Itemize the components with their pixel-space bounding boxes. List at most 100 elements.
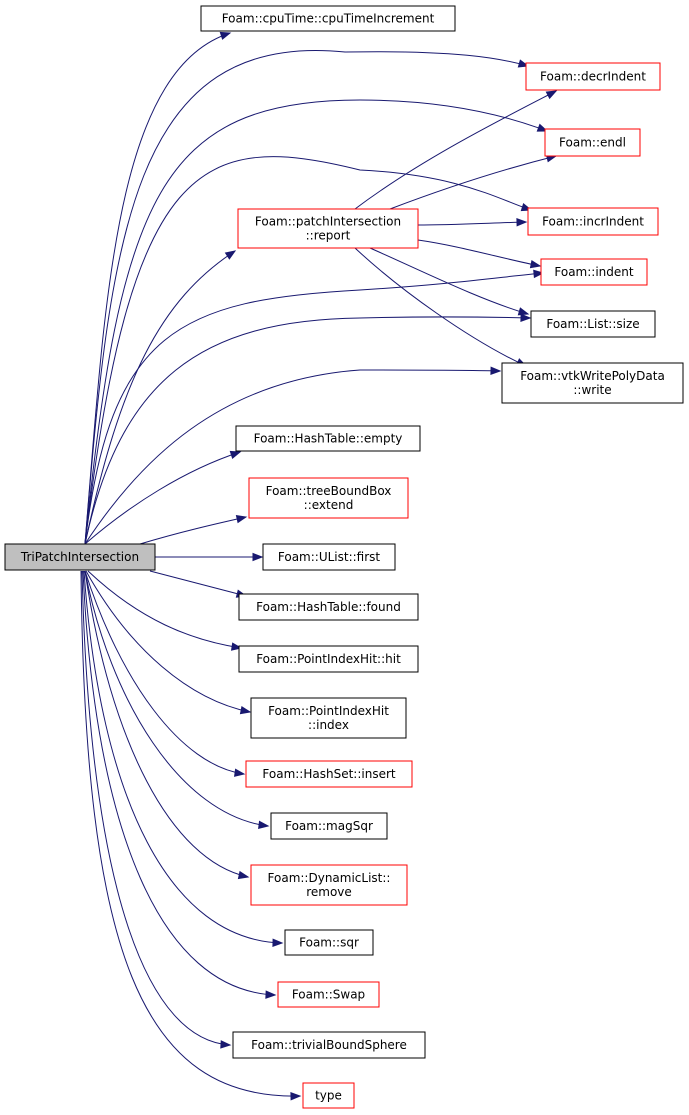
node-box	[235, 425, 421, 452]
edge-line	[84, 50, 529, 545]
node-magsqr[interactable]: Foam::magSqr	[270, 812, 388, 840]
edge-report-to-endl	[389, 154, 558, 210]
node-box	[270, 812, 388, 840]
node-label: ::write	[573, 383, 611, 397]
node-remove[interactable]: Foam::DynamicList::remove	[250, 864, 408, 906]
node-box	[262, 543, 396, 571]
node-label: ::index	[308, 718, 349, 732]
edge-line	[84, 316, 531, 545]
node-box	[200, 5, 456, 32]
node-box	[284, 929, 374, 956]
node-label: Foam::vtkWritePolyData	[520, 369, 665, 383]
edge-root-to-hashempty	[84, 450, 242, 545]
node-found[interactable]: Foam::HashTable::found	[238, 593, 419, 621]
nodes-layer: TriPatchIntersection Foam::cpuTime::cpuTi…	[4, 5, 684, 1109]
arrowhead	[220, 1040, 232, 1049]
node-hashempty[interactable]: Foam::HashTable::empty	[235, 425, 421, 452]
node-box	[277, 981, 380, 1008]
node-box	[238, 593, 419, 621]
node-root[interactable]: TriPatchIntersection	[4, 543, 156, 571]
arrowhead	[252, 552, 264, 562]
node-label: Foam::indent	[554, 265, 633, 279]
edge-root-to-listsize	[84, 313, 532, 545]
node-report[interactable]: Foam::patchIntersection::report	[237, 208, 419, 249]
node-label: Foam::HashTable::found	[256, 600, 401, 614]
node-label: Foam::endl	[559, 136, 626, 150]
node-box	[530, 310, 656, 338]
arrowhead	[272, 938, 284, 947]
edge-root-to-trivial	[81, 570, 232, 1049]
edge-line	[83, 570, 283, 944]
node-label: Foam::HashSet::insert	[262, 767, 395, 781]
edge-line	[417, 221, 527, 226]
edge-line	[87, 570, 242, 649]
edge-line	[84, 369, 501, 545]
node-box	[302, 1082, 355, 1109]
edge-line	[85, 570, 251, 713]
arrowhead	[545, 90, 558, 100]
edge-root-to-cputime	[84, 31, 232, 545]
node-listsize[interactable]: Foam::List::size	[530, 310, 656, 338]
edge-line	[417, 239, 541, 267]
node-label: Foam::patchIntersection	[255, 215, 401, 229]
node-endl[interactable]: Foam::endl	[544, 128, 641, 157]
node-box	[250, 697, 407, 739]
node-sqr[interactable]: Foam::sqr	[284, 929, 374, 956]
node-indent[interactable]: Foam::indent	[540, 258, 648, 286]
node-label: Foam::UList::first	[278, 550, 381, 564]
node-box	[501, 362, 684, 404]
arrowhead	[533, 269, 545, 279]
arrowhead	[239, 705, 252, 715]
node-label: Foam::sqr	[299, 936, 359, 950]
node-extend[interactable]: Foam::treeBoundBox::extend	[248, 477, 409, 519]
node-label: Foam::PointIndexHit	[268, 704, 389, 718]
edge-line	[81, 570, 231, 1046]
arrowhead	[290, 1092, 302, 1101]
node-incrindent[interactable]: Foam::incrIndent	[527, 207, 659, 236]
node-trivial[interactable]: Foam::trivialBoundSphere	[232, 1031, 426, 1059]
node-vtkwrite[interactable]: Foam::vtkWritePolyData::write	[501, 362, 684, 404]
node-cputime[interactable]: Foam::cpuTime::cpuTimeIncrement	[200, 5, 456, 32]
node-box	[232, 1031, 426, 1059]
edges-layer	[80, 31, 558, 1101]
edge-root-to-endl	[84, 99, 549, 545]
edge-report-to-incrindent	[417, 218, 528, 227]
arrowhead	[265, 990, 277, 999]
arrowhead	[219, 31, 232, 40]
edge-report-to-indent	[417, 239, 542, 269]
edge-line	[80, 570, 301, 1097]
edge-line	[139, 516, 247, 545]
node-label: Foam::trivialBoundSphere	[251, 1038, 407, 1052]
edge-root-to-found	[149, 570, 248, 598]
edge-report-to-vtkwrite	[354, 247, 528, 367]
node-box	[237, 208, 419, 249]
node-swap[interactable]: Foam::Swap	[277, 981, 380, 1008]
edge-root-to-insert	[84, 570, 246, 777]
node-box	[527, 207, 659, 236]
node-label: Foam::HashTable::empty	[254, 432, 403, 446]
node-index[interactable]: Foam::PointIndexHit::index	[250, 697, 407, 739]
node-box	[248, 477, 409, 519]
edge-line	[82, 570, 276, 996]
node-decrindent[interactable]: Foam::decrIndent	[525, 62, 661, 91]
node-hit[interactable]: Foam::PointIndexHit::hit	[238, 645, 419, 673]
node-label: Foam::PointIndexHit::hit	[256, 652, 401, 666]
node-box	[245, 760, 413, 788]
node-insert[interactable]: Foam::HashSet::insert	[245, 760, 413, 788]
edge-report-to-decrindent	[354, 90, 558, 210]
node-first[interactable]: Foam::UList::first	[262, 543, 396, 571]
node-box	[544, 128, 641, 157]
edge-root-to-first	[154, 552, 264, 562]
edge-line	[389, 155, 557, 210]
node-type[interactable]: type	[302, 1082, 355, 1109]
node-box	[238, 645, 419, 673]
arrowhead	[234, 768, 246, 777]
edge-line	[84, 272, 544, 545]
edge-root-to-swap	[82, 570, 277, 999]
node-label: type	[315, 1089, 342, 1103]
node-label: Foam::DynamicList::	[268, 871, 391, 885]
edge-root-to-index	[85, 570, 252, 715]
node-label: Foam::List::size	[546, 317, 639, 331]
edge-root-to-sqr	[83, 570, 284, 947]
edge-root-to-magsqr	[84, 570, 270, 830]
